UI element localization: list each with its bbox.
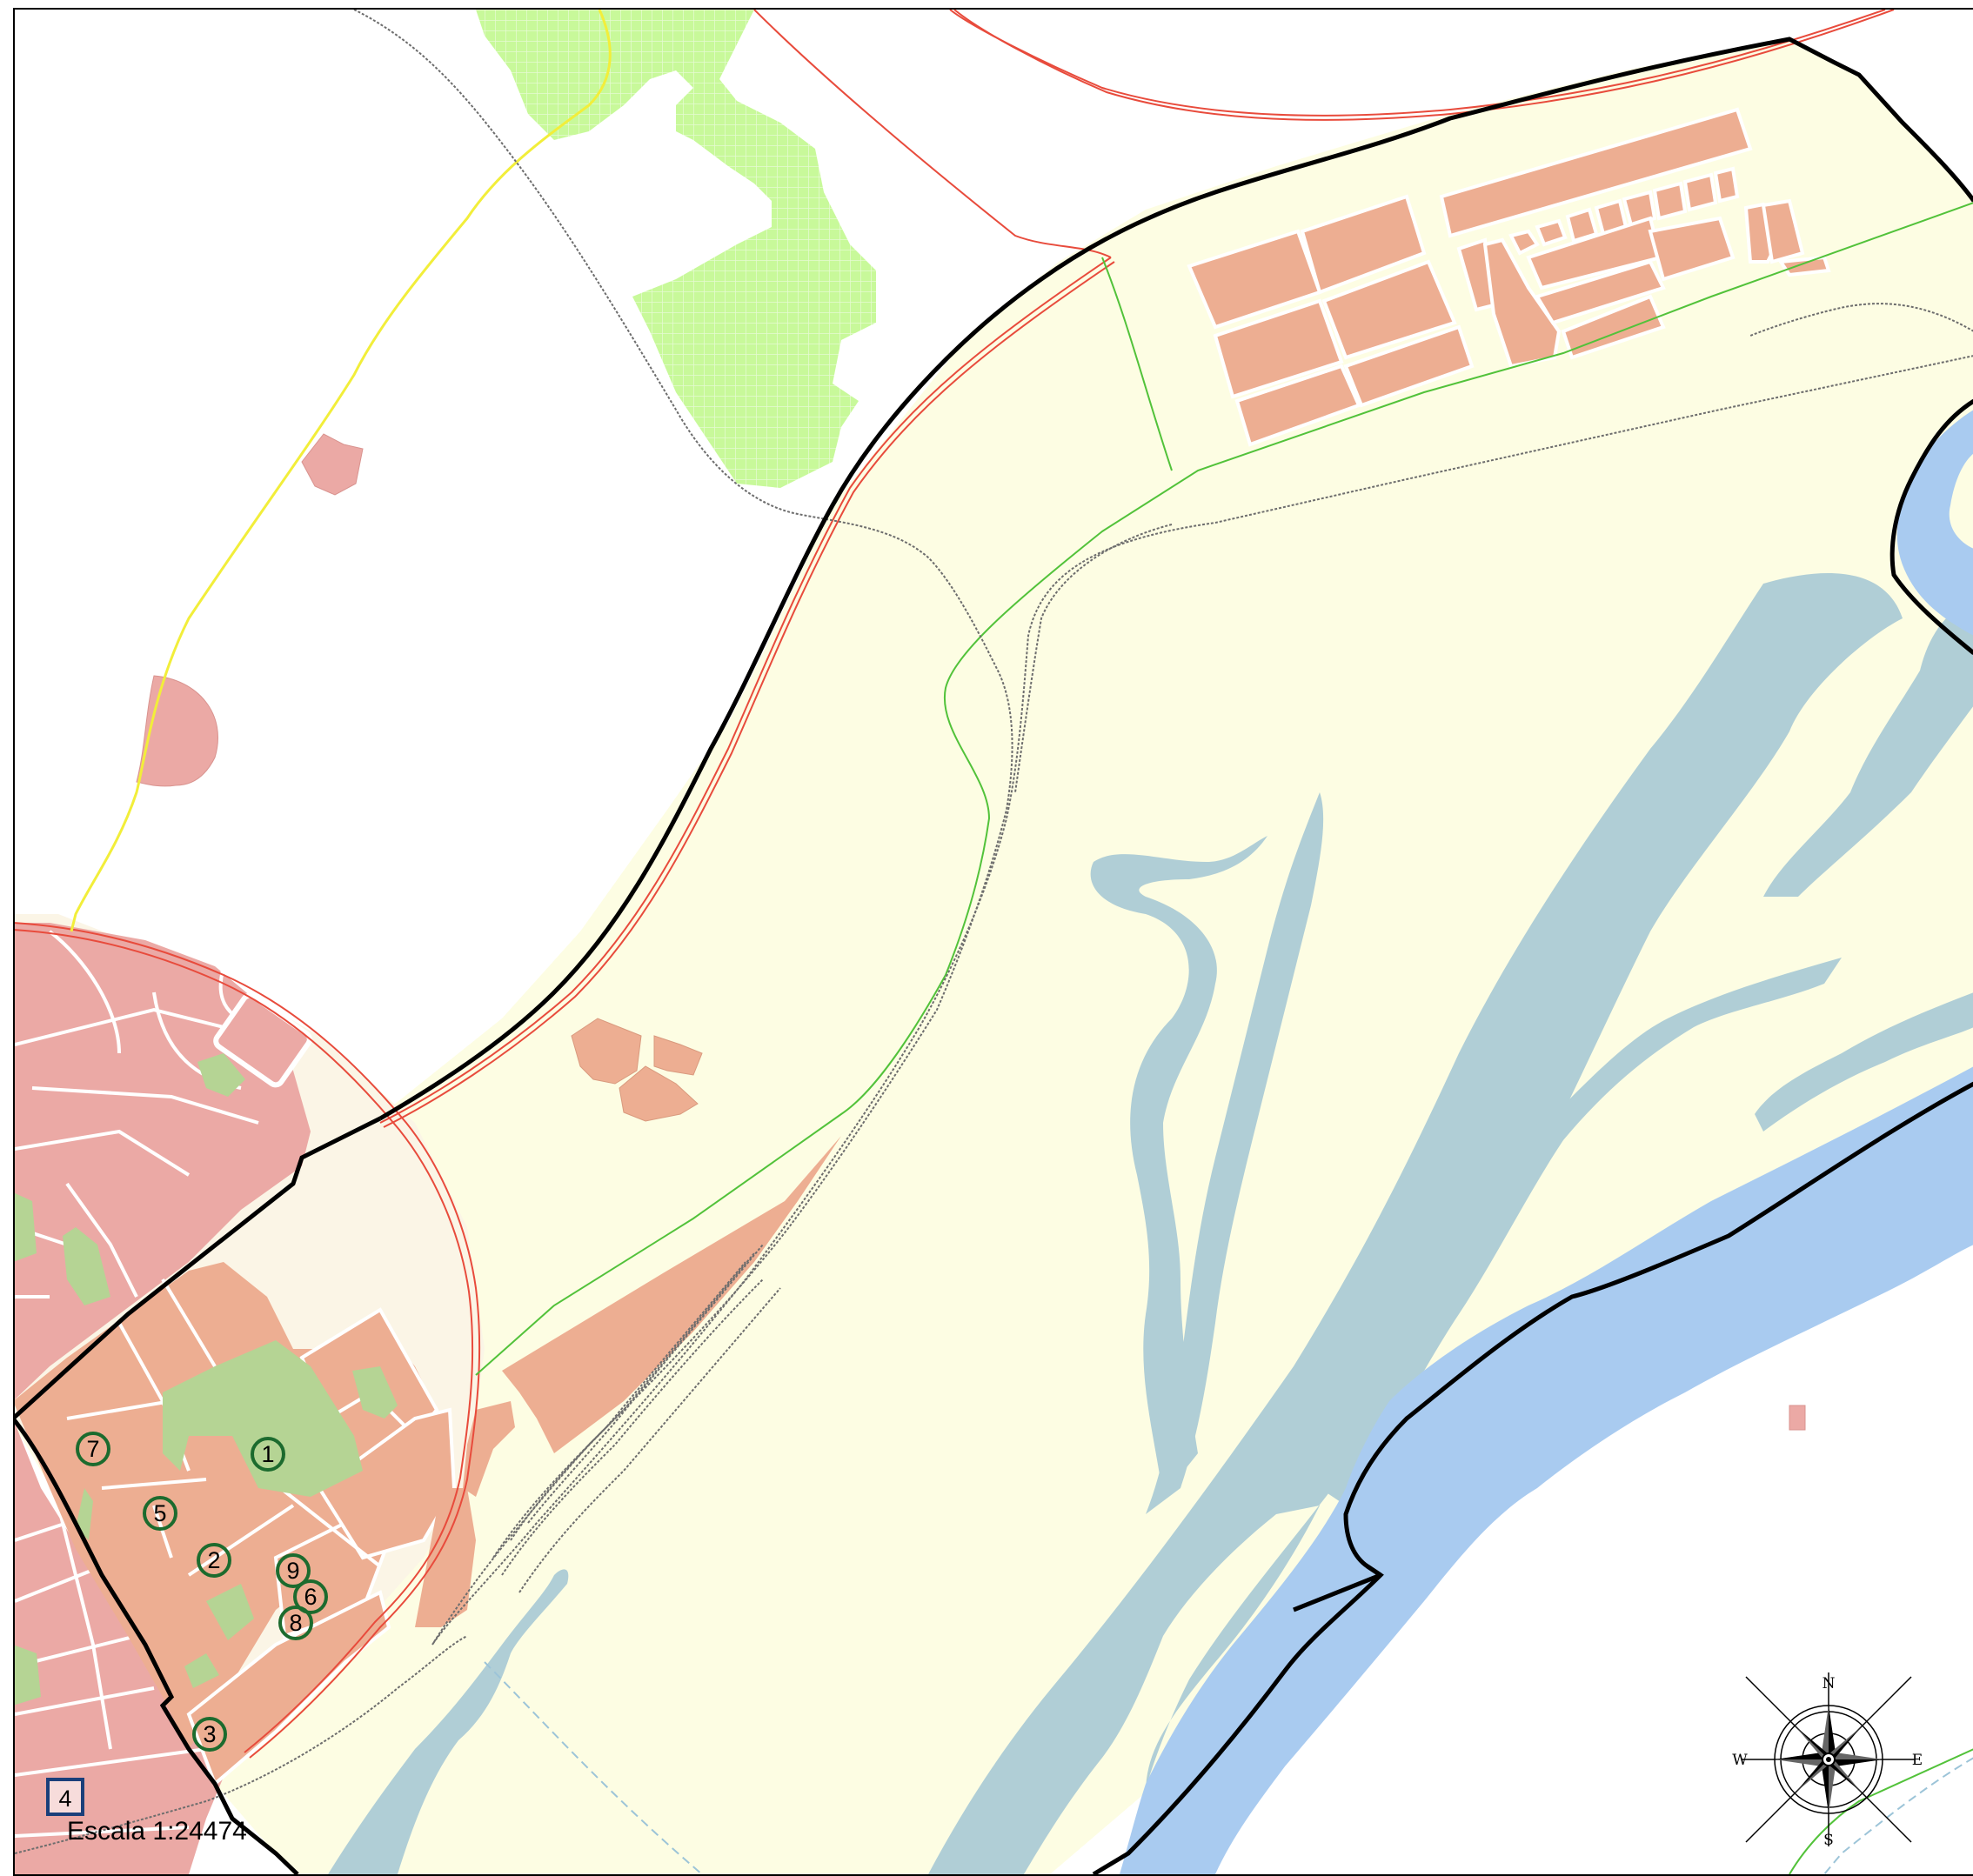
marker-label: 6 [304, 1584, 317, 1610]
green-space [15, 1192, 37, 1262]
river-channel [1146, 792, 1324, 1514]
marker-ring [293, 1579, 328, 1614]
study-area-boundary [1889, 398, 1973, 655]
marker-8[interactable]: 8 [278, 1606, 313, 1640]
main-river [1120, 1066, 1973, 1874]
marker-6[interactable]: 6 [293, 1579, 328, 1614]
marker-3[interactable]: 3 [192, 1717, 227, 1752]
marker-7[interactable]: 7 [76, 1432, 110, 1466]
marker-ring [251, 1437, 285, 1472]
marker-label: 8 [289, 1610, 302, 1636]
marker-ring [276, 1553, 311, 1588]
green-space [197, 1053, 245, 1097]
urban-patch [301, 433, 364, 496]
industrial-building [571, 1018, 642, 1085]
green-space [352, 1366, 398, 1419]
marker-label: 9 [286, 1558, 299, 1584]
study-area-boundary [1092, 1081, 1973, 1874]
forest-area [476, 10, 876, 488]
marker-9[interactable]: 9 [276, 1553, 311, 1588]
marker-ring [197, 1543, 231, 1578]
study-area-boundary [378, 37, 1973, 1121]
marker-label: 7 [86, 1436, 99, 1462]
dashed-boundary [484, 1661, 1973, 1874]
marker-1[interactable]: 1 [251, 1437, 285, 1472]
marker-label: 3 [203, 1721, 216, 1747]
industrial-area [186, 1590, 391, 1787]
marker-label: 2 [207, 1547, 220, 1573]
urban-patch [1789, 1405, 1806, 1431]
markers-layer: 1 2 3 5 6 7 8 9 [76, 1432, 328, 1752]
compass-west-label: W [1732, 1752, 1748, 1769]
marker-ring [76, 1432, 110, 1466]
industrial-building [653, 1035, 703, 1076]
map-canvas[interactable]: 1 2 3 5 6 7 8 9 4 [15, 10, 1973, 1874]
marker-ring [143, 1496, 177, 1531]
green-space [63, 1227, 110, 1305]
study-area-boundary [15, 1116, 382, 1874]
railway [15, 10, 1973, 1854]
marker-ring [192, 1717, 227, 1752]
river-channel [1090, 836, 1267, 1497]
compass-rose: N S W E [1732, 1672, 1923, 1849]
main-river [1896, 410, 1973, 636]
green-space [15, 1645, 41, 1706]
town-urban-area [15, 1423, 228, 1874]
study-area-boundary [1293, 1564, 1382, 1612]
compass-east-label: E [1912, 1752, 1923, 1769]
compass-north-label: N [1823, 1675, 1836, 1692]
river-channel [1763, 601, 1973, 897]
river-channel [1755, 992, 1973, 1132]
industrial-area [415, 1488, 476, 1627]
industrial-building [619, 1065, 699, 1122]
square-marker-4[interactable]: 4 [46, 1778, 84, 1816]
marker-5[interactable]: 5 [143, 1496, 177, 1531]
marker-ring [278, 1606, 313, 1640]
green-space [163, 1340, 363, 1497]
green-paths [475, 202, 1973, 1874]
river-channel [328, 1569, 569, 1874]
square-marker-label: 4 [58, 1786, 71, 1812]
marker-label: 5 [153, 1500, 166, 1526]
industrial-estate [1187, 107, 1831, 447]
town-block [213, 992, 312, 1088]
green-space [184, 1653, 219, 1688]
map-frame[interactable]: 1 2 3 5 6 7 8 9 4 [13, 8, 1973, 1876]
compass-south-label: S [1823, 1832, 1834, 1849]
scale-label: Escala 1:24474 [67, 1817, 247, 1846]
industrial-area [463, 1401, 515, 1497]
main-roads [15, 10, 1895, 1759]
secondary-road [70, 10, 612, 932]
marker-2[interactable]: 2 [197, 1543, 231, 1578]
industrial-area [502, 1136, 841, 1453]
marker-label: 1 [261, 1441, 274, 1467]
green-space [206, 1584, 254, 1640]
river-channel [928, 573, 1903, 1874]
